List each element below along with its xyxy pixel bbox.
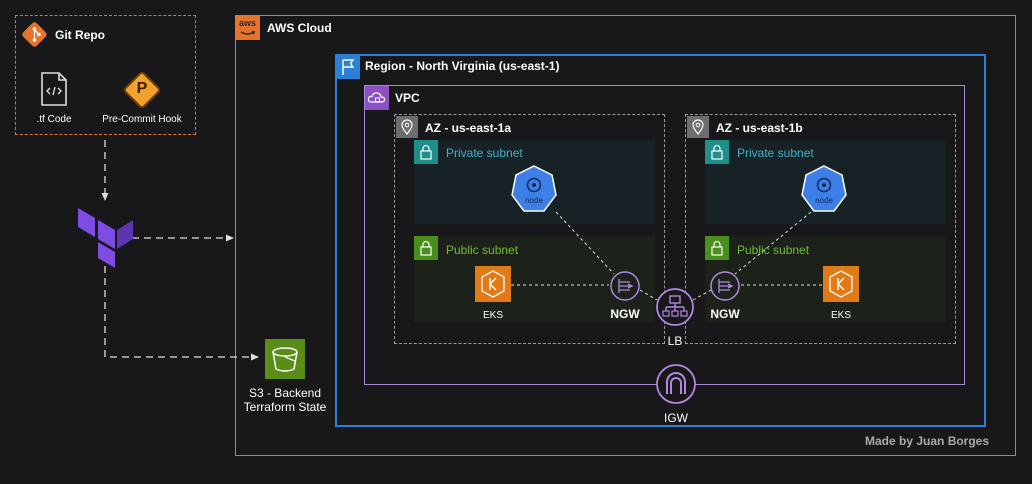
public-subnet-a-label: Public subnet <box>446 243 519 257</box>
ngw-b-label: NGW <box>710 307 740 321</box>
eks-a-label: EKS <box>482 310 503 321</box>
aws-logo-text: aws <box>238 18 256 28</box>
eks-a-icon <box>475 266 511 307</box>
ngw-a-icon <box>609 270 641 307</box>
az-a-title: AZ - us-east-1a <box>425 121 512 135</box>
tf-code-label: .tf Code <box>36 114 72 125</box>
private-subnet-b-lock-icon <box>705 140 729 169</box>
precommit-glyph: P <box>136 80 148 97</box>
git-icon <box>22 22 47 52</box>
az-b-title: AZ - us-east-1b <box>716 121 803 135</box>
aws-cloud-title: AWS Cloud <box>267 21 332 35</box>
eks-b-icon <box>823 266 859 307</box>
private-subnet-a-label: Private subnet <box>446 146 523 160</box>
ngw-b-icon <box>709 270 741 307</box>
terraform-icon <box>78 208 134 273</box>
node-a-label: node <box>525 196 543 205</box>
s3-label-line1: S3 - Backend <box>248 386 322 400</box>
region-group <box>335 54 986 427</box>
precommit-label: Pre-Commit Hook <box>102 114 182 125</box>
eks-b-label: EKS <box>830 310 851 321</box>
file-code-icon <box>40 71 68 112</box>
az-b-pin-icon <box>687 116 709 143</box>
az-a-group <box>394 114 665 344</box>
public-subnet-b-label: Public subnet <box>737 243 810 257</box>
vpc-cloud-icon <box>365 86 389 115</box>
node-b-icon: node <box>800 165 848 218</box>
aws-logo-icon: aws <box>235 15 260 45</box>
s3-label-line2: Terraform State <box>243 400 327 414</box>
git-repo-group <box>15 15 196 135</box>
private-subnet-b-label: Private subnet <box>737 146 814 160</box>
ngw-a-label: NGW <box>610 307 640 321</box>
s3-bucket-icon <box>265 339 305 384</box>
az-a-pin-icon <box>396 116 418 143</box>
node-b-label: node <box>815 196 833 205</box>
precommit-icon: P <box>123 71 161 114</box>
git-repo-title: Git Repo <box>55 28 105 42</box>
private-subnet-a-lock-icon <box>414 140 438 169</box>
load-balancer-icon <box>655 287 695 332</box>
lb-label: LB <box>667 334 683 348</box>
public-subnet-a-lock-icon <box>414 236 438 265</box>
igw-label: IGW <box>664 411 688 425</box>
internet-gateway-icon <box>655 363 697 410</box>
region-title: Region - North Virginia (us-east-1) <box>365 59 560 73</box>
vpc-title: VPC <box>395 91 420 105</box>
credit-text: Made by Juan Borges <box>865 434 990 448</box>
az-b-group <box>685 114 956 344</box>
aws-cloud-group <box>235 15 1016 456</box>
public-subnet-b-lock-icon <box>705 236 729 265</box>
node-a-icon: node <box>510 165 558 218</box>
region-flag-icon <box>336 55 360 84</box>
